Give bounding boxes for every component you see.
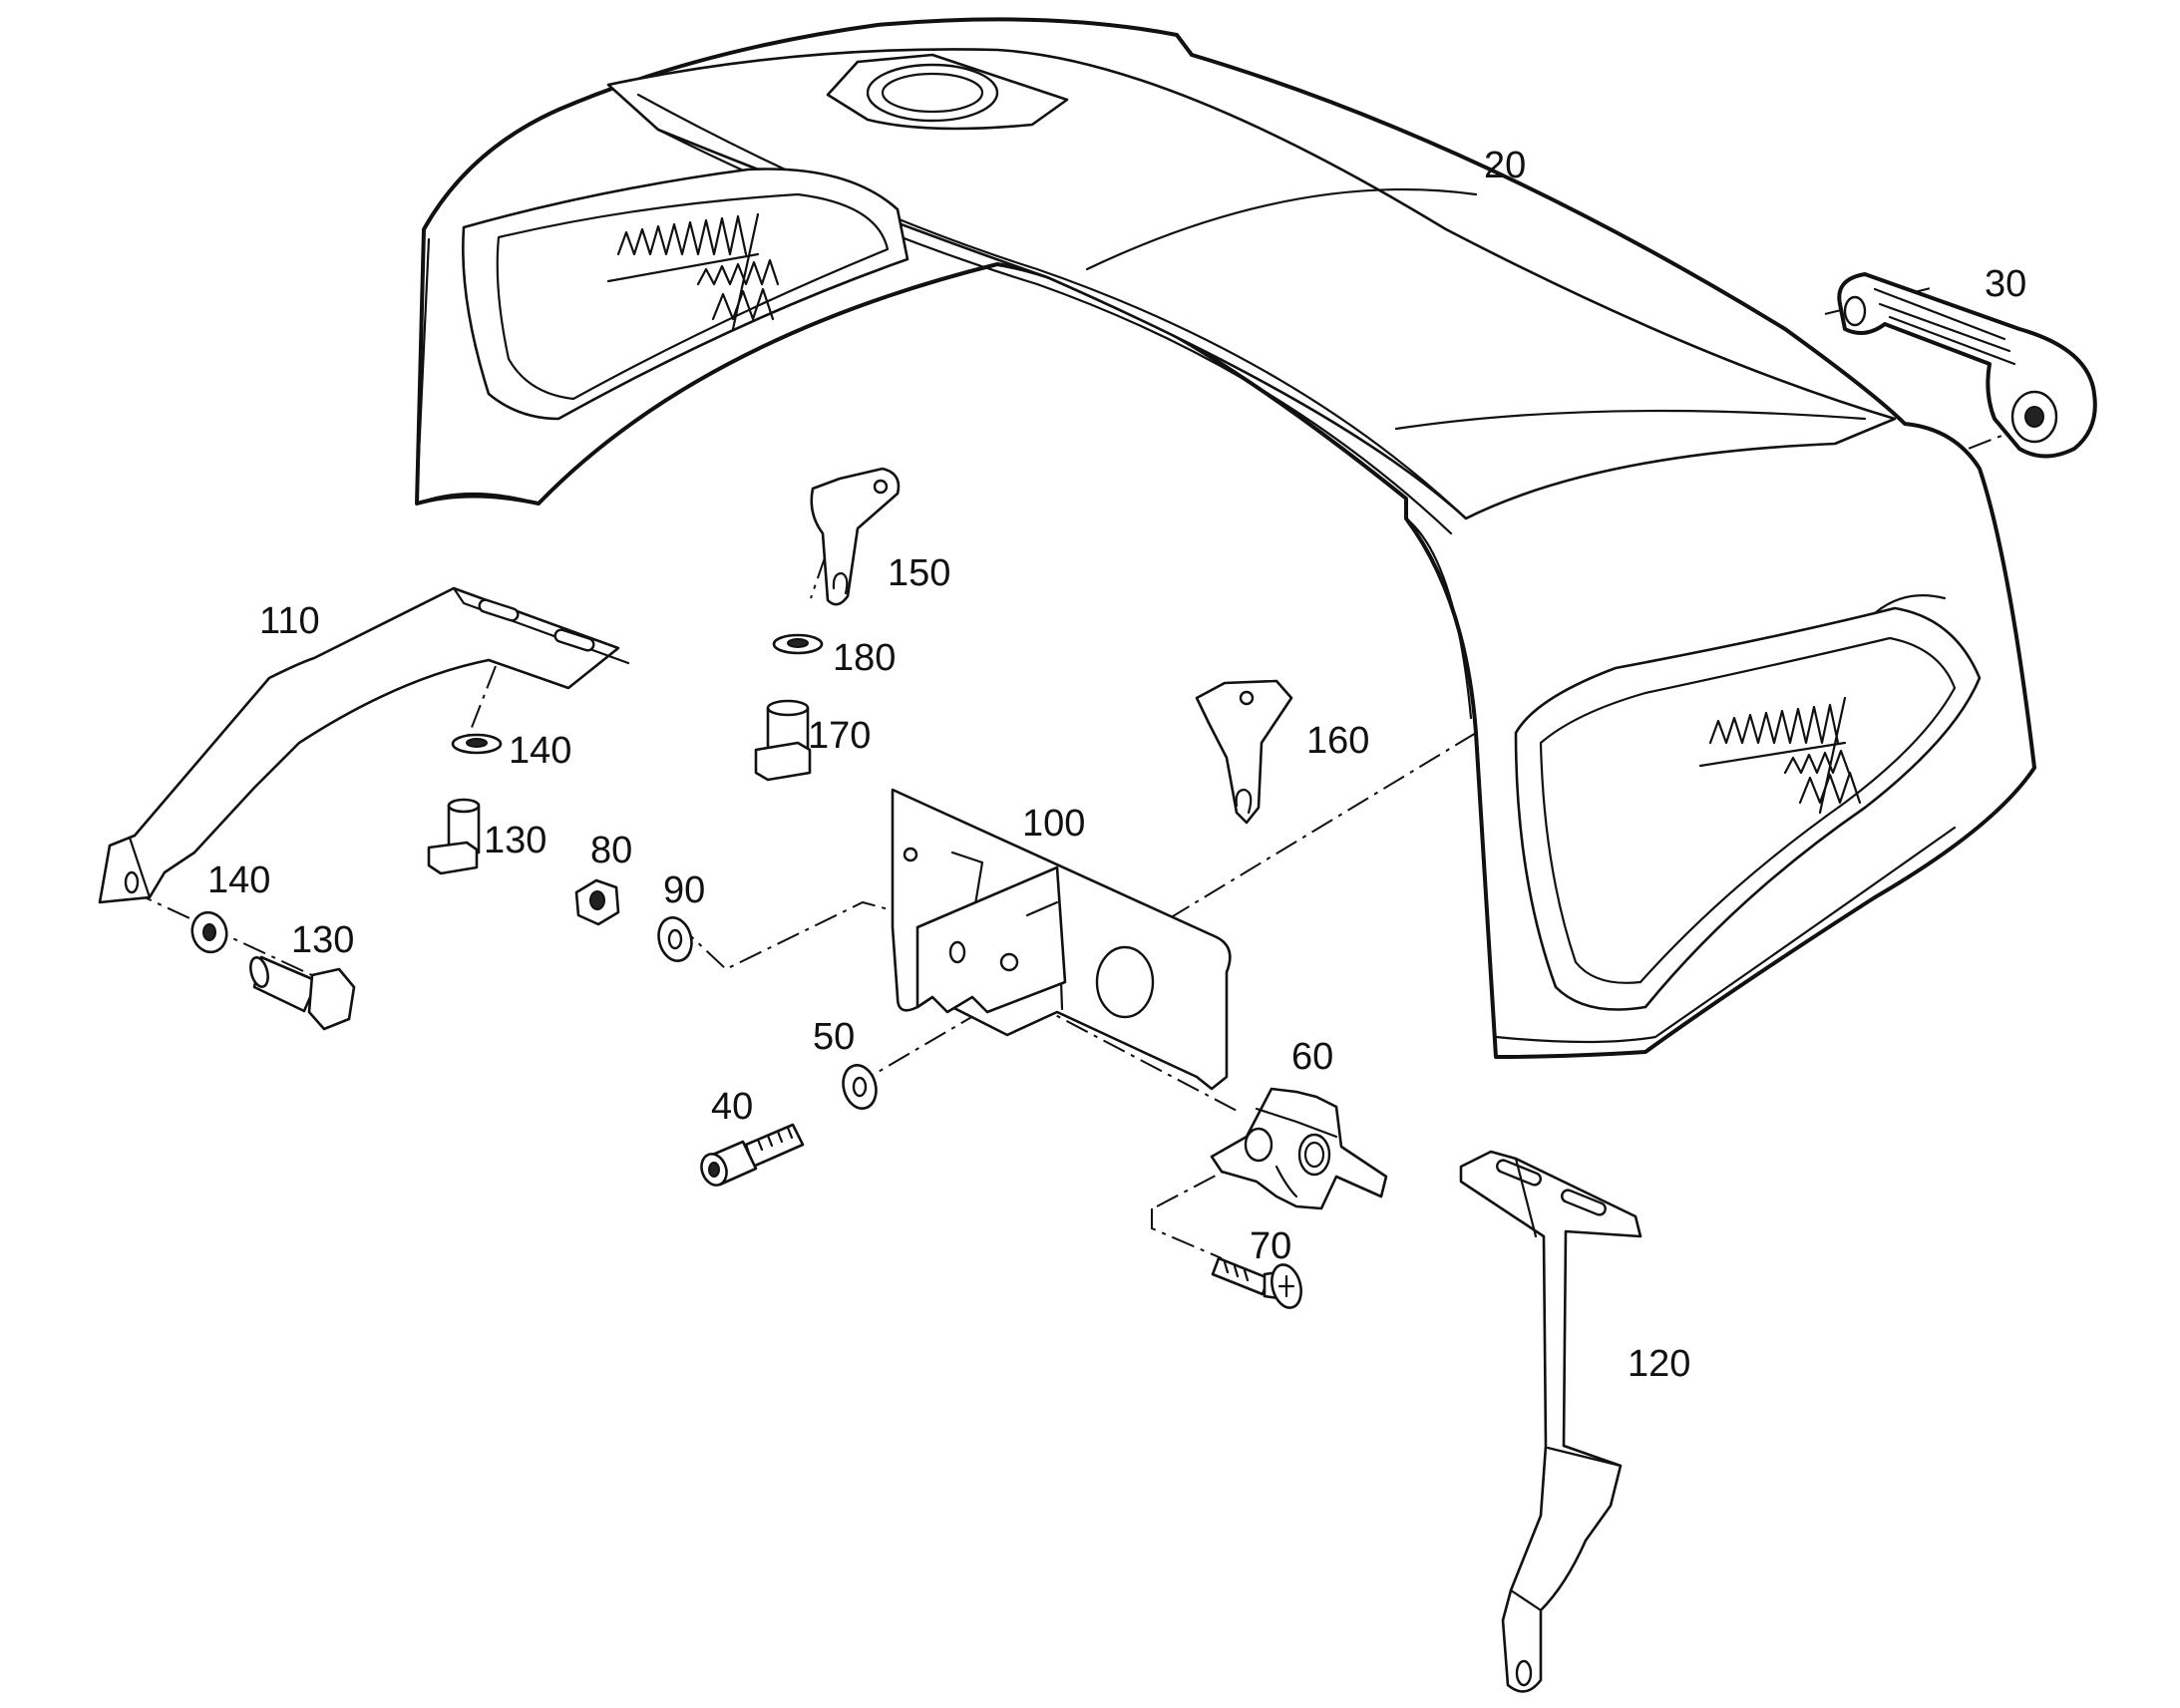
part-60-latch <box>1210 1087 1388 1210</box>
callout-110: 110 <box>259 600 320 642</box>
part-30-handle <box>1837 272 2097 459</box>
callout-30: 30 <box>1985 263 2026 305</box>
part-140-washer-upper <box>451 733 503 755</box>
callout-60: 60 <box>1291 1036 1333 1078</box>
callout-120: 120 <box>1628 1343 1690 1385</box>
callout-80: 80 <box>590 830 632 871</box>
stylized-wave-logo-icon <box>606 212 780 331</box>
callout-20: 20 <box>1484 145 1526 186</box>
callout-100: 100 <box>1022 803 1085 845</box>
callout-40: 40 <box>711 1086 753 1128</box>
part-120-bracket <box>1459 1150 1642 1693</box>
callout-labels: 20 30 110 150 180 170 140 130 160 100 80… <box>207 145 2026 1385</box>
part-170-bolt <box>754 699 812 782</box>
part-40-screw <box>700 1123 805 1187</box>
part-160-bracket <box>1195 679 1293 825</box>
part-80-nut <box>574 878 620 926</box>
part-20-hood <box>415 17 2036 1059</box>
part-50-washer <box>842 1064 878 1110</box>
callout-150: 150 <box>888 552 950 594</box>
part-180-washer <box>772 633 824 655</box>
callout-130-upper: 130 <box>484 820 546 861</box>
part-130-bolt-upper <box>427 798 481 875</box>
callout-180: 180 <box>833 637 896 679</box>
callout-70: 70 <box>1250 1225 1291 1267</box>
part-150-bracket <box>810 467 901 606</box>
callout-50: 50 <box>813 1016 855 1058</box>
part-140-washer-lower <box>190 910 228 954</box>
callout-140-lower: 140 <box>207 859 270 901</box>
part-100-latch-plate <box>891 788 1232 1091</box>
part-110-bracket <box>98 586 630 904</box>
part-70-screw <box>1211 1256 1302 1309</box>
callout-160: 160 <box>1306 720 1369 762</box>
callout-90: 90 <box>663 869 705 911</box>
part-130-bolt-lower <box>249 955 356 1031</box>
stylized-wave-logo-icon <box>1698 696 1862 815</box>
callout-130-lower: 130 <box>291 919 354 961</box>
part-90-washer <box>657 916 693 962</box>
callout-140-upper: 140 <box>509 730 571 772</box>
callout-170: 170 <box>808 715 871 757</box>
